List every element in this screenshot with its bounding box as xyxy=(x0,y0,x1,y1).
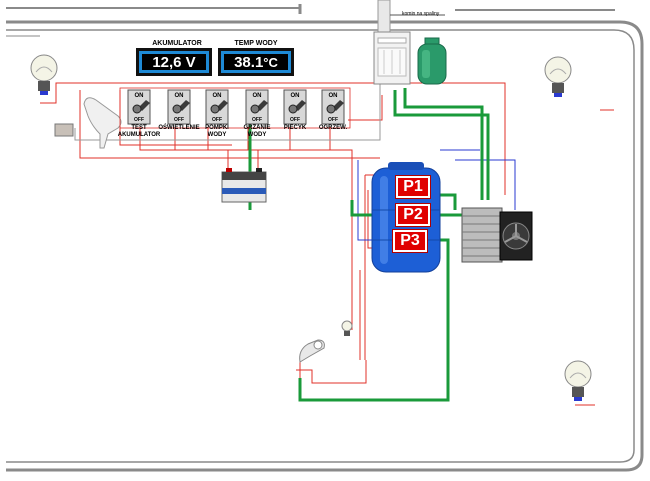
toggle-switch[interactable]: ON OFF xyxy=(167,89,191,125)
switch-name-label: PIECYK xyxy=(270,125,320,132)
light-bulb-icon xyxy=(30,54,58,95)
radiator-icon xyxy=(461,207,503,263)
switch-on-label: ON xyxy=(175,93,184,99)
gray-wires xyxy=(74,75,381,141)
battery-voltage-display: 12,6 V xyxy=(136,48,212,76)
switch-row: ON OFF ON OFF ON OFF ON OFF ON OFF ON OFF xyxy=(127,89,345,125)
switch-name-line: GRZANIE xyxy=(243,125,271,131)
switch-name-line: OGRZEW. xyxy=(318,125,348,131)
switch-pivot xyxy=(250,104,260,114)
sensor-box-icon xyxy=(54,123,74,137)
fan-icon xyxy=(499,211,533,261)
switch-on-label: ON xyxy=(253,93,262,99)
switch-name-line: POMPKI xyxy=(205,125,229,131)
battery-display-label: AKUMULATOR xyxy=(152,40,202,47)
switch-off-label: OFF xyxy=(134,117,144,123)
switch-pivot xyxy=(172,104,182,114)
boiler xyxy=(373,31,411,85)
switch-panel xyxy=(119,87,351,129)
switch-name-line: WODY xyxy=(207,132,227,138)
switch-pivot xyxy=(210,104,220,114)
switch-on-label: ON xyxy=(135,93,144,99)
switch-name-label: OŚWIETLENIE xyxy=(154,125,204,132)
switch-pivot xyxy=(288,104,298,114)
switch-name-line: TEST xyxy=(131,125,147,131)
switch-off-label: OFF xyxy=(290,117,300,123)
light-bulb-icon xyxy=(341,320,353,336)
switch-pivot xyxy=(326,104,336,114)
switch-name-line: AKUMULATOR xyxy=(117,132,161,138)
battery-voltage-value: 12,6 V xyxy=(139,51,209,73)
light-bulb-icon xyxy=(544,56,572,97)
light-bulb-icon xyxy=(564,360,592,401)
toggle-switch[interactable]: ON OFF xyxy=(283,89,307,125)
pump-p1: P1 xyxy=(395,175,431,199)
switch-pivot xyxy=(132,104,142,114)
water-temp-display-label: TEMP WODY xyxy=(234,40,278,47)
toggle-switch[interactable]: ON OFF xyxy=(321,89,345,125)
switch-off-label: OFF xyxy=(212,117,222,123)
switch-on-label: ON xyxy=(213,93,222,99)
switch-off-label: OFF xyxy=(328,117,338,123)
toggle-switch[interactable]: ON OFF xyxy=(127,89,151,125)
switch-off-label: OFF xyxy=(252,117,262,123)
red-wires xyxy=(40,82,614,406)
switch-name-label: OGRZEW. xyxy=(308,125,358,132)
water-temp-unit: °C xyxy=(263,54,278,70)
switch-off-label: OFF xyxy=(174,117,184,123)
gas-bottle-icon xyxy=(417,37,447,85)
toggle-switch[interactable]: ON OFF xyxy=(205,89,229,125)
water-temp-display: 38.1°C xyxy=(218,48,294,76)
pump-p3: P3 xyxy=(392,229,428,253)
switch-on-label: ON xyxy=(291,93,300,99)
shower-head-icon xyxy=(299,339,325,363)
water-temp-value: 38.1 xyxy=(234,53,264,71)
switch-name-line: WODY xyxy=(247,132,267,138)
switch-name-line: PIECYK xyxy=(283,125,307,131)
water-temp-readout: 38.1°C xyxy=(221,51,291,73)
camper-outline xyxy=(6,4,644,472)
toggle-switch[interactable]: ON OFF xyxy=(245,89,269,125)
chimney-label: komin na spaliny xyxy=(402,11,440,17)
pump-p2: P2 xyxy=(395,203,431,227)
green-pipes xyxy=(248,88,490,402)
battery-icon xyxy=(221,168,267,203)
switch-name-line: OŚWIETLENIE xyxy=(158,125,200,131)
switch-on-label: ON xyxy=(329,93,338,99)
